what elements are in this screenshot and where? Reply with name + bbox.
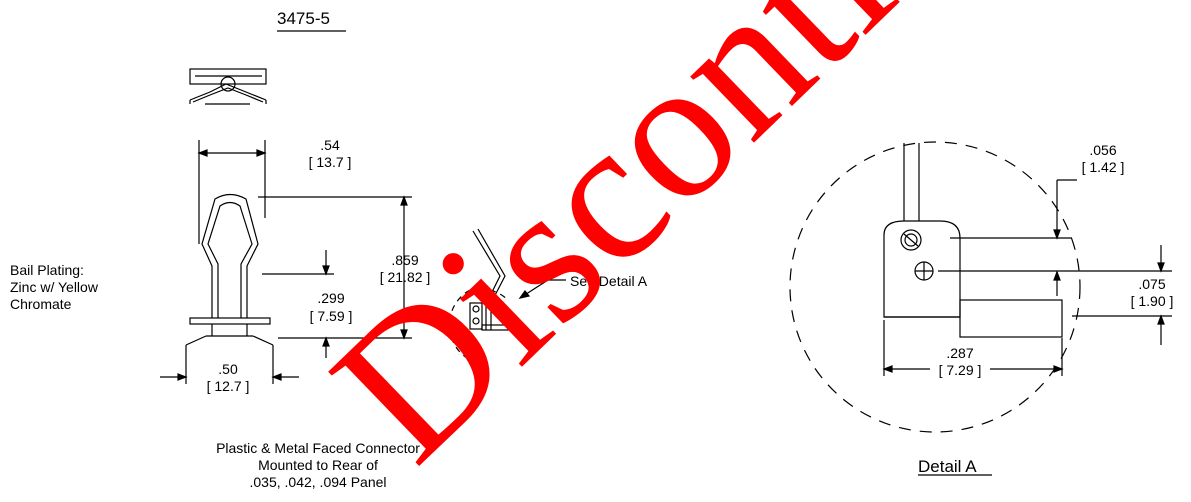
dim-height-lower-in: .299	[317, 290, 345, 306]
dim-detail-mid-in: .075	[1138, 276, 1166, 292]
dim-height-lower-lines	[262, 250, 334, 358]
plating-note-line-1: Bail Plating:	[10, 262, 84, 278]
clip-front-view	[185, 193, 274, 346]
dim-detail-width-mm: [ 7.29 ]	[938, 362, 982, 378]
dim-detail-top-in: .056	[1089, 142, 1117, 158]
part-number: 3475-5	[277, 9, 330, 28]
dim-width-top-mm: [ 13.7 ]	[308, 154, 352, 170]
see-detail-a-callout: See Detail A	[570, 273, 648, 289]
dim-width-top-in: .54	[320, 137, 340, 153]
dim-width-base-in: .50	[218, 361, 238, 377]
dim-detail-mid-lines	[938, 245, 1172, 345]
dim-width-top-lines	[197, 140, 267, 244]
plating-note-line-2: Zinc w/ Yellow	[10, 279, 98, 295]
mount-note-line-1: Plastic & Metal Faced Connector	[216, 440, 420, 456]
mount-note-line-2: Mounted to Rear of	[258, 457, 378, 473]
dim-detail-mid-mm: [ 1.90 ]	[1130, 293, 1174, 309]
dim-height-lower-mm: [ 7.59 ]	[309, 308, 353, 324]
dim-height-total-mm: [ 21.82 ]	[379, 269, 431, 285]
dim-height-total-lines	[258, 195, 412, 340]
dim-detail-top-lines	[950, 179, 1077, 296]
detail-a-title: Detail A	[918, 457, 977, 476]
dim-width-base-mm: [ 12.7 ]	[206, 378, 250, 394]
plating-note-line-3: Chromate	[10, 296, 72, 312]
dim-detail-top-mm: [ 1.42 ]	[1081, 159, 1125, 175]
dim-width-base-lines	[160, 345, 299, 384]
dim-detail-width-lines	[882, 320, 1064, 376]
detail-a-view	[789, 141, 1081, 433]
clip-side-view	[448, 228, 566, 361]
mount-note-line-3: .035, .042, .094 Panel	[249, 474, 387, 490]
clip-top-view	[189, 68, 267, 105]
dim-height-total-in: .859	[391, 252, 419, 268]
dim-detail-width-in: .287	[946, 345, 974, 361]
